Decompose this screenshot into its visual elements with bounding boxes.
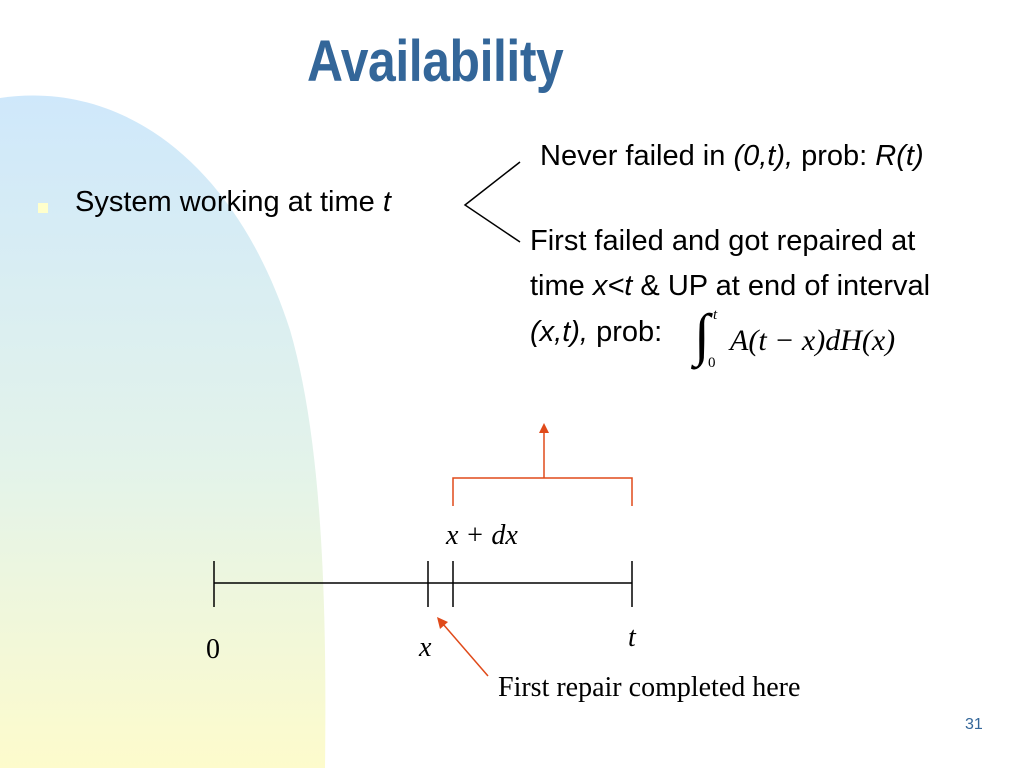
line2-var: x<t (592, 270, 633, 302)
never-failed-prob-label: prob: (801, 140, 868, 172)
interval-bracket (452, 477, 633, 506)
label-t: t (628, 622, 636, 653)
branch-failed-line2: time x<t & UP at end of interval (530, 270, 930, 303)
label-x: x (419, 632, 432, 663)
line2-post: & UP at end of interval (640, 270, 931, 302)
slide-title: Availability (307, 29, 564, 94)
line3-prob-label: prob: (596, 316, 663, 348)
never-failed-text: Never failed in (540, 140, 726, 172)
integral-sign: ∫ (694, 302, 710, 367)
bullet-label: System working at time (75, 186, 375, 218)
integral-upper-limit: t (713, 307, 718, 323)
bullet-variable: t (382, 186, 391, 218)
branch-connector (463, 161, 521, 243)
slide-number: 31 (965, 716, 983, 733)
line2-pre: time (530, 270, 585, 302)
integral-integrand: A(t − x)dH(x) (730, 324, 896, 357)
branch-never-failed: Never failed in (0,t), prob: R(t) (540, 140, 924, 173)
branch-failed-line3: (x,t), prob: (530, 316, 662, 349)
label-zero: 0 (206, 634, 220, 665)
annotation-text: First repair completed here (498, 672, 801, 703)
never-failed-interval: (0,t), (733, 140, 794, 172)
annotation-arrow-line (442, 623, 489, 677)
bracket-arrow-head (539, 423, 549, 433)
branch-failed-line1: First failed and got repaired at (530, 225, 916, 257)
annotation-arrow-head (437, 617, 448, 629)
integral-lower-limit: 0 (708, 355, 716, 371)
bullet-text: System working at time t (75, 186, 391, 219)
line3-interval: (x,t), (530, 316, 588, 348)
bullet-marker (38, 203, 48, 213)
label-x-plus-dx: x + dx (446, 520, 518, 551)
never-failed-prob: R(t) (875, 140, 924, 172)
